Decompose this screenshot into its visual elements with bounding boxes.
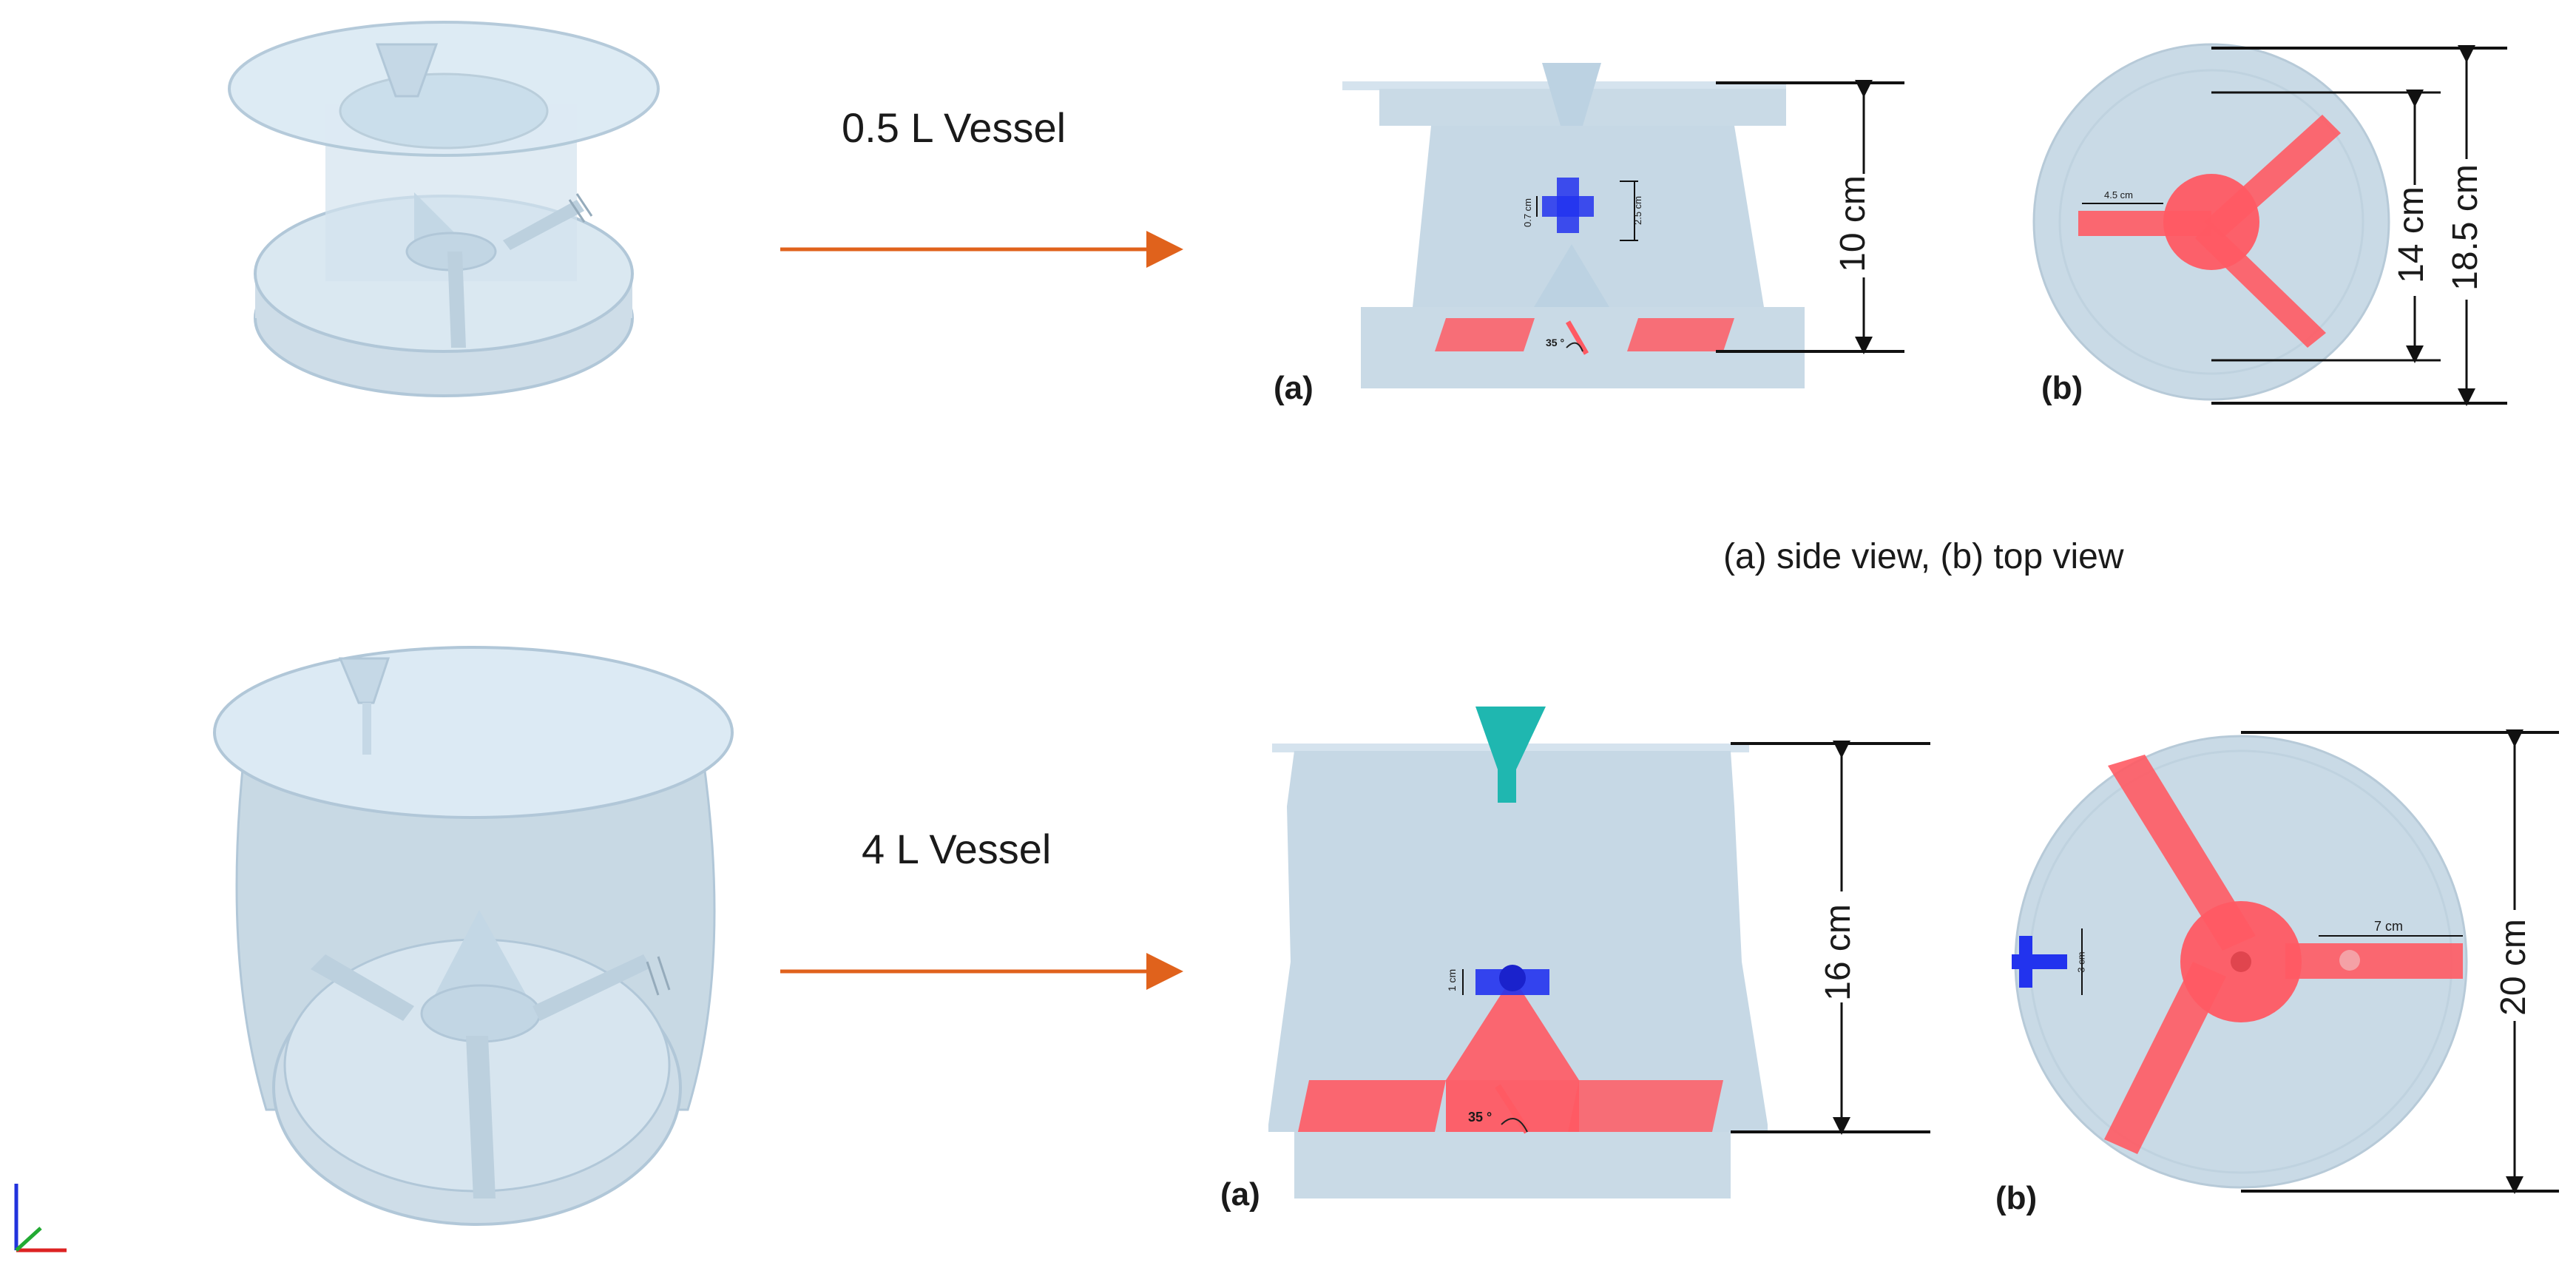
small-top-view bbox=[2032, 43, 2390, 401]
large-arm-length-label: 7 cm bbox=[2374, 919, 2404, 934]
small-panel-a-label: (a) bbox=[1274, 370, 1314, 406]
small-angle-label: 35 ° bbox=[1546, 337, 1565, 348]
large-angle-label: 35 ° bbox=[1468, 1110, 1492, 1125]
small-height-label: 10 cm bbox=[1833, 175, 1873, 272]
small-blade-height-label: 2.5 cm bbox=[1632, 195, 1644, 226]
small-side-view bbox=[1342, 63, 1805, 388]
small-impeller-diameter-label: 14 cm bbox=[2391, 186, 2431, 283]
small-blade-width-label: 0.7 cm bbox=[1522, 198, 1534, 228]
large-panel-b-label: (b) bbox=[1995, 1180, 2038, 1216]
small-arm-length-label: 4.5 cm bbox=[2104, 189, 2134, 200]
axis-triad-icon bbox=[14, 1184, 67, 1253]
small-vessel-title: 0.5 L Vessel bbox=[842, 104, 1066, 151]
small-vessel-3d-view bbox=[228, 21, 660, 397]
large-vessel-title: 4 L Vessel bbox=[862, 826, 1052, 872]
large-top-blade-label: 3 cm bbox=[2075, 951, 2087, 973]
large-vessel-diameter-label: 20 cm bbox=[2493, 919, 2533, 1016]
large-side-view bbox=[1268, 707, 1768, 1198]
small-vessel-diameter-label: 18.5 cm bbox=[2445, 164, 2485, 291]
view-caption: (a) side view, (b) top view bbox=[1723, 537, 2124, 576]
small-panel-b-label: (b) bbox=[2041, 370, 2083, 406]
large-top-view bbox=[2012, 735, 2468, 1189]
large-blade-width-label: 1 cm bbox=[1446, 968, 1458, 992]
large-height-label: 16 cm bbox=[1818, 904, 1858, 1001]
large-vessel-3d-view bbox=[213, 646, 734, 1226]
large-panel-a-label: (a) bbox=[1220, 1176, 1260, 1213]
